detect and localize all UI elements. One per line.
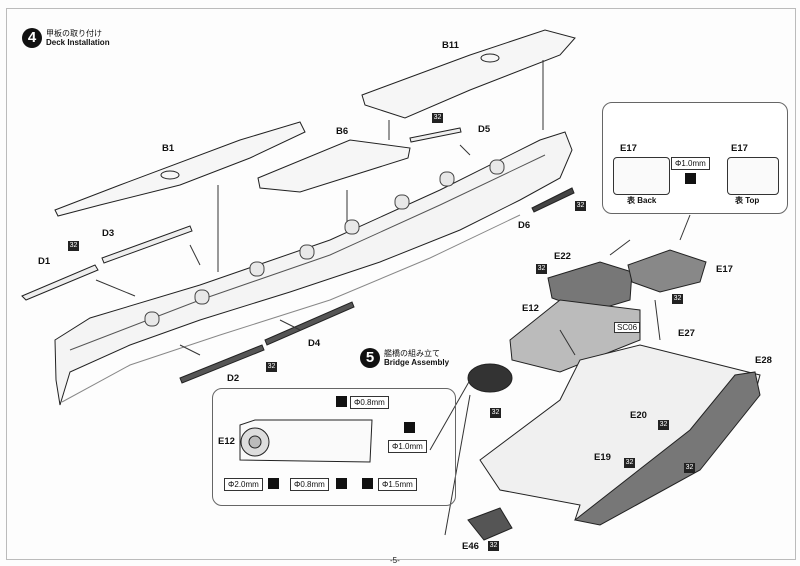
- step4-title-jp: 甲板の取り付け: [46, 29, 102, 38]
- label-e46: E46: [462, 541, 479, 552]
- drill-icon: [404, 422, 415, 433]
- drill-size: Φ1.0mm: [388, 440, 427, 453]
- drill-icon: [336, 396, 347, 407]
- label-e19: E19: [594, 452, 611, 463]
- drill-size: Φ0.8mm: [350, 396, 389, 409]
- drill-icon: [268, 478, 279, 489]
- e17-top-caption: 表 Top: [735, 195, 759, 206]
- qty-badge: 32: [432, 113, 443, 123]
- label-b6: B6: [336, 126, 349, 137]
- label-e12-inset: E12: [218, 436, 235, 447]
- qty-badge: 32: [684, 463, 695, 473]
- part-e12: [509, 299, 641, 373]
- qty-badge: 32: [658, 420, 669, 430]
- qty-badge: 32: [68, 241, 79, 251]
- qty-badge: 32: [575, 201, 586, 211]
- e17-top-view: [727, 157, 779, 195]
- drill-size: Φ2.0mm: [224, 478, 263, 491]
- label-d5: D5: [478, 124, 491, 135]
- step5-number: 5: [360, 348, 380, 368]
- part-e22: [547, 261, 633, 313]
- qty-badge: 32: [536, 264, 547, 274]
- e17-back-en: Back: [637, 196, 657, 205]
- label-sc06: SC06: [614, 322, 641, 333]
- label-b11: B11: [442, 40, 459, 51]
- label-d6: D6: [518, 220, 531, 231]
- label-e27: E27: [678, 328, 695, 339]
- step4-number: 4: [22, 28, 42, 48]
- step5-title-en: Bridge Assembly: [384, 358, 450, 367]
- part-wheel: [467, 363, 513, 393]
- step4-title-en: Deck Installation: [46, 38, 110, 47]
- drill-size: Φ1.0mm: [671, 157, 710, 170]
- rail-d1: [21, 264, 99, 301]
- part-e17: [627, 249, 707, 293]
- inset-e12-part: [239, 419, 373, 463]
- step4-title: 甲板の取り付け Deck Installation: [46, 29, 110, 47]
- drill-icon: [685, 173, 696, 184]
- e17-back-view: [613, 157, 670, 195]
- label-e20: E20: [630, 410, 647, 421]
- deck-b6: [257, 139, 411, 193]
- e17-inset: E17 E17 Φ1.0mm 表 Back 表 Top: [602, 102, 788, 214]
- label-e28: E28: [755, 355, 772, 366]
- drill-icon: [336, 478, 347, 489]
- e17-top-label: E17: [731, 143, 748, 154]
- rail-d6: [531, 187, 575, 213]
- drill-size: Φ1.5mm: [378, 478, 417, 491]
- label-d2: D2: [227, 373, 240, 384]
- qty-badge: 32: [488, 541, 499, 551]
- e17-top-jp: 表: [735, 196, 743, 205]
- qty-badge: 32: [624, 458, 635, 468]
- label-d4: D4: [308, 338, 321, 349]
- page-number: -5-: [390, 556, 400, 565]
- label-e22: E22: [554, 251, 571, 262]
- qty-badge: 32: [490, 408, 501, 418]
- step5-title-jp: 艦橋の組み立て: [384, 349, 440, 358]
- e17-top-en: Top: [745, 196, 760, 205]
- page-border: [6, 8, 796, 560]
- drill-icon: [362, 478, 373, 489]
- label-e12: E12: [522, 303, 539, 314]
- rail-d2: [179, 344, 265, 384]
- e17-back-label: E17: [620, 143, 637, 154]
- e17-back-jp: 表: [627, 196, 635, 205]
- hull-outline: [54, 131, 573, 406]
- label-b1: B1: [162, 143, 175, 154]
- deck-b11: [361, 29, 576, 119]
- label-d3: D3: [102, 228, 115, 239]
- label-e17: E17: [716, 264, 733, 275]
- qty-badge: 32: [266, 362, 277, 372]
- e17-back-caption: 表 Back: [627, 195, 656, 206]
- rail-d4: [264, 301, 355, 346]
- rail-d3: [101, 225, 193, 264]
- rail-d5: [409, 127, 462, 143]
- label-d1: D1: [38, 256, 51, 267]
- bridge-inset: [212, 388, 456, 506]
- qty-badge: 32: [672, 294, 683, 304]
- part-e46: [467, 507, 513, 541]
- part-e28: [573, 371, 761, 526]
- deck-b1: [54, 121, 306, 217]
- step5-title: 艦橋の組み立て Bridge Assembly: [384, 349, 449, 367]
- drill-size: Φ0.8mm: [290, 478, 329, 491]
